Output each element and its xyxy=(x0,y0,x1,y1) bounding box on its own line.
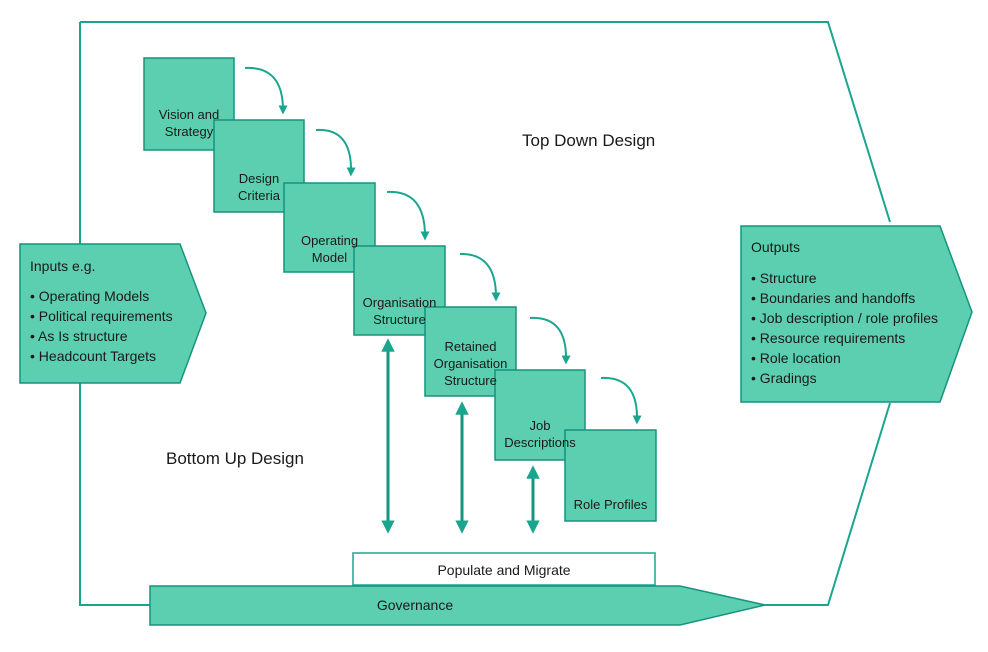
step-label-operating-model: Operating Model xyxy=(300,233,359,265)
curve-arrow-1 xyxy=(244,66,288,115)
inputs-item: • Headcount Targets xyxy=(30,348,157,364)
outputs-item: • Job description / role profiles xyxy=(751,310,938,326)
outputs-list: • Structure • Boundaries and handoffs • … xyxy=(751,268,938,388)
inputs-content: Inputs e.g. • Operating Models • Politic… xyxy=(30,256,173,366)
curve-arrow-3 xyxy=(386,190,430,241)
step-label-role-profiles: Role Profiles xyxy=(573,497,648,512)
populate-migrate-label: Populate and Migrate xyxy=(437,562,571,578)
step-label-retained-structure: Retained Organisation Structure xyxy=(433,339,508,388)
governance-label: Governance xyxy=(376,597,454,613)
top-down-label: Top Down Design xyxy=(522,131,656,150)
step-label-vision: Vision and Strategy xyxy=(158,107,220,139)
step-box-role-profiles xyxy=(564,429,657,522)
step-label-organisation-structure: Organisation Structure xyxy=(362,295,437,327)
outputs-content: Outputs • Structure • Boundaries and han… xyxy=(751,237,938,388)
outputs-item: • Boundaries and handoffs xyxy=(751,290,916,306)
populate-migrate-box xyxy=(352,552,656,586)
outputs-item: • Role location xyxy=(751,350,841,366)
inputs-title: Inputs e.g. xyxy=(30,258,96,274)
curve-arrow-6 xyxy=(600,376,642,425)
outputs-title: Outputs xyxy=(751,239,801,255)
step-label-design-criteria: Design Criteria xyxy=(238,171,280,203)
curve-arrow-5 xyxy=(529,316,571,365)
process-outline xyxy=(79,21,891,606)
outputs-item: • Resource requirements xyxy=(751,330,906,346)
outputs-box xyxy=(740,225,973,403)
step-box-organisation-structure xyxy=(353,245,446,336)
governance-arrow xyxy=(149,585,766,626)
curve-arrow-2 xyxy=(315,128,356,177)
curve-arrow-4 xyxy=(459,252,501,302)
inputs-box xyxy=(19,243,207,384)
bottom-up-label: Bottom Up Design xyxy=(166,449,304,468)
outputs-item: • Gradings xyxy=(751,370,817,386)
inputs-item: • As Is structure xyxy=(30,328,128,344)
inputs-item: • Political requirements xyxy=(30,308,173,324)
step-label-job-descriptions: Job Descriptions xyxy=(504,418,576,450)
outputs-item: • Structure xyxy=(751,270,817,286)
inputs-item: • Operating Models xyxy=(30,288,150,304)
inputs-list: • Operating Models • Political requireme… xyxy=(30,286,173,366)
